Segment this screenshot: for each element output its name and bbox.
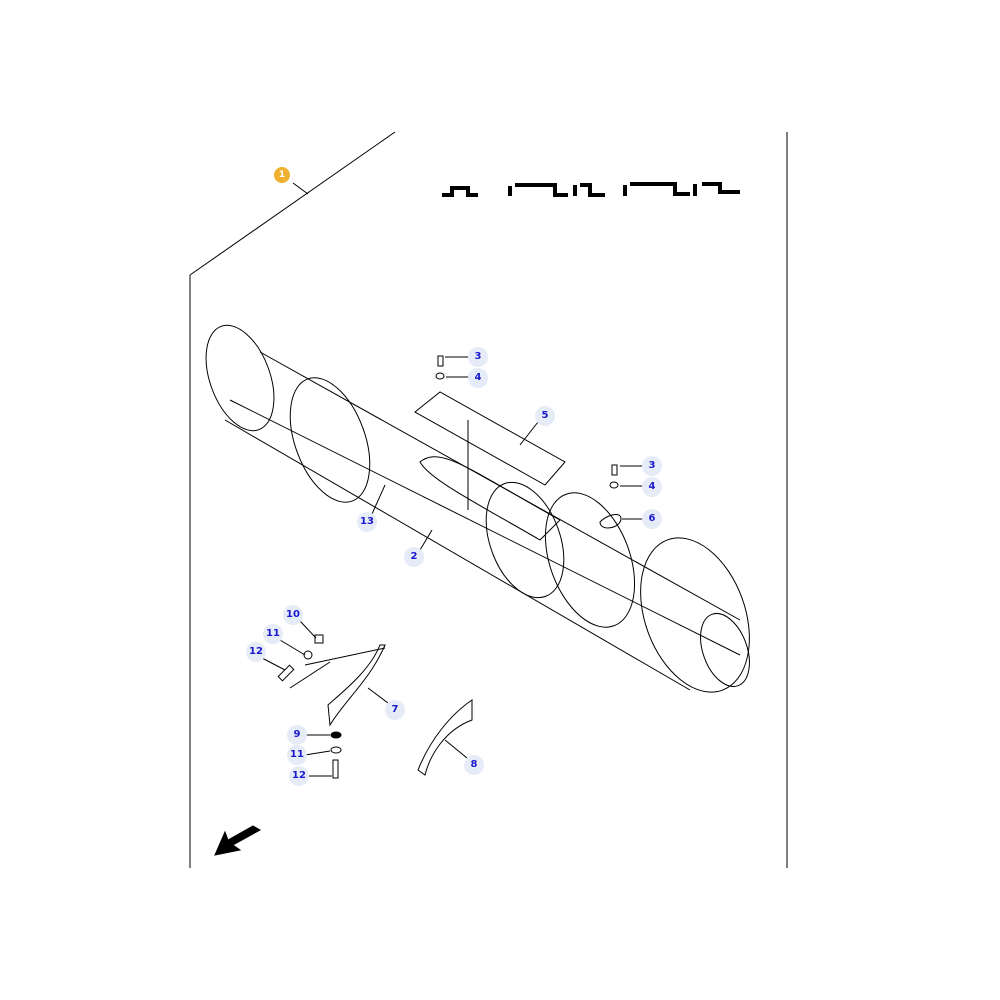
callout-part[interactable]: 2 — [404, 547, 424, 567]
callout-part[interactable]: 5 — [535, 406, 555, 426]
frame-lines — [189, 131, 788, 868]
callout-part[interactable]: 12 — [289, 766, 309, 786]
callout-part[interactable]: 13 — [357, 512, 377, 532]
cover-plate — [414, 391, 566, 541]
small-parts — [277, 355, 622, 779]
callout-part[interactable]: 7 — [385, 700, 405, 720]
callout-part[interactable]: 11 — [263, 624, 283, 644]
auger-drum — [205, 324, 750, 693]
callout-main-assembly[interactable]: 1 — [274, 167, 290, 183]
callout-part[interactable]: 10 — [283, 605, 303, 625]
callout-part[interactable]: 6 — [642, 509, 662, 529]
callout-part[interactable]: 12 — [246, 642, 266, 662]
callout-part[interactable]: 9 — [287, 725, 307, 745]
assembly-symbol — [442, 182, 740, 197]
callout-part[interactable]: 4 — [468, 368, 488, 388]
leader-lines — [261, 356, 644, 777]
callout-part[interactable]: 4 — [642, 477, 662, 497]
callout-part[interactable]: 11 — [287, 745, 307, 765]
direction-arrow-icon — [214, 825, 262, 856]
callout-part[interactable]: 8 — [464, 755, 484, 775]
callout-part[interactable]: 3 — [642, 456, 662, 476]
callout-part[interactable]: 3 — [468, 347, 488, 367]
